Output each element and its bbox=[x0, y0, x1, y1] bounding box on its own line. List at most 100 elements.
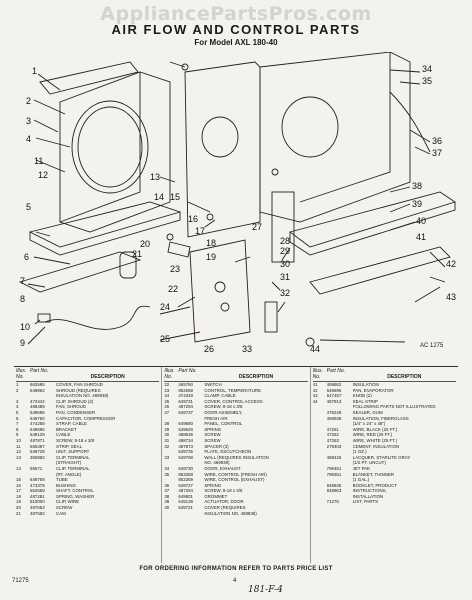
part-number: 649801 bbox=[178, 493, 193, 499]
part-number: 487871 bbox=[30, 437, 45, 443]
part-description: DOOR, EXHAUST bbox=[204, 465, 241, 471]
illus-number: 27 bbox=[164, 409, 170, 415]
callout-38: 38 bbox=[412, 181, 422, 191]
part-description: SPACER (3) bbox=[204, 443, 229, 449]
callout-15: 15 bbox=[170, 192, 180, 202]
part-number: 649759 bbox=[30, 477, 45, 483]
callout-29: 29 bbox=[280, 246, 290, 256]
callout-14: 14 bbox=[154, 192, 164, 202]
capacitor bbox=[119, 251, 137, 279]
illus-number: 21 bbox=[16, 510, 21, 516]
callout-3: 3 bbox=[26, 116, 31, 126]
part-description: FOLLOWING PARTS NOT ILLUSTRATED bbox=[352, 404, 436, 410]
part-description: SCREW bbox=[204, 432, 221, 438]
part-description: SEAL STRIP bbox=[352, 398, 378, 404]
callout-32: 32 bbox=[280, 288, 290, 298]
part-number: 474348 bbox=[178, 393, 193, 399]
part-number: 469938 bbox=[326, 415, 342, 421]
part-description: SCREW, 8-18 x 3/8 bbox=[204, 488, 243, 494]
part-number: 848845 bbox=[326, 482, 342, 488]
callout-7: 7 bbox=[20, 276, 25, 286]
illus-number: 17 bbox=[16, 488, 21, 494]
part-description: KNOB (2) bbox=[352, 393, 372, 399]
fan-shroud-cover bbox=[39, 61, 139, 95]
part-description: WALL (REQUIRES INSULATION bbox=[204, 454, 269, 460]
callout-9: 9 bbox=[20, 338, 25, 348]
part-number: 360882 bbox=[30, 454, 45, 460]
part-number: 487682 bbox=[30, 510, 45, 516]
callout-8: 8 bbox=[20, 294, 25, 304]
header-illus: Illus. No. bbox=[312, 368, 323, 380]
callout-39: 39 bbox=[412, 199, 422, 209]
part-number: 47263 bbox=[326, 437, 339, 443]
illus-number: 23 bbox=[164, 387, 170, 393]
header-part: Part No. bbox=[326, 368, 345, 374]
part-number: 799351 bbox=[326, 471, 342, 477]
part-number: 853358 bbox=[178, 471, 193, 477]
part-description: WIRE, RED (25 FT.) bbox=[352, 432, 393, 438]
callout-13: 13 bbox=[150, 172, 160, 182]
part-number: 647457 bbox=[326, 393, 342, 399]
illus-number: 3 bbox=[16, 398, 19, 404]
callout-19: 19 bbox=[206, 252, 216, 262]
illus-number: 7 bbox=[16, 421, 19, 427]
callout-21: 21 bbox=[132, 249, 142, 259]
part-number: 488489 bbox=[30, 404, 45, 410]
illus-number: 9 bbox=[16, 432, 19, 438]
part-description: (1 OZ.) bbox=[352, 449, 367, 455]
illus-number: 29 bbox=[164, 426, 170, 432]
part-description: (1/2 PT. UNCUT) bbox=[352, 460, 386, 466]
part-number: 649138 bbox=[178, 499, 193, 505]
part-description: INSULATION, FIBERGLASS bbox=[352, 415, 409, 421]
table-row: (1/4" x 24" x 48") bbox=[313, 421, 456, 427]
illus-number: 36 bbox=[164, 482, 170, 488]
illus-number: 30 bbox=[164, 432, 170, 438]
part-number: 71275 bbox=[326, 499, 339, 505]
part-description: CAM bbox=[56, 510, 66, 516]
callout-4: 4 bbox=[26, 134, 31, 144]
part-description: WIRE, BLACK (25 FT.) bbox=[352, 426, 398, 432]
part-description: CAPACITOR, COMPRESSOR bbox=[56, 415, 116, 421]
callout-37: 37 bbox=[432, 148, 442, 158]
part-number: 649737 bbox=[178, 409, 193, 415]
callout-43: 43 bbox=[446, 292, 456, 302]
control-wire bbox=[389, 91, 431, 153]
part-number: 862658 bbox=[178, 387, 193, 393]
part-description: CONTROL, TEMPERATURE bbox=[204, 387, 262, 393]
part-number: 649731 bbox=[178, 398, 193, 404]
handwritten-note: 181-F-4 bbox=[248, 585, 283, 595]
part-description: SCREW, 8-18 x 3/8 bbox=[204, 404, 243, 410]
part-description: INSULATION NO. 469938) bbox=[56, 393, 109, 399]
part-description: (1 GAL.) bbox=[352, 477, 370, 483]
part-number: 848963 bbox=[326, 488, 342, 494]
part-number: 652669 bbox=[30, 488, 45, 494]
callout-11: 11 bbox=[34, 156, 43, 166]
model-subtitle: For Model AXL 180-40 bbox=[194, 38, 278, 47]
part-description: COVER (REQUIRES bbox=[204, 505, 246, 511]
exploded-parts-diagram: 1 2 3 4 5 6 7 8 9 10 11 12 13 14 15 16 1… bbox=[18, 52, 457, 352]
callout-34: 34 bbox=[422, 64, 432, 74]
illus-number: 35 bbox=[164, 471, 170, 477]
fresh-air-door bbox=[271, 191, 295, 263]
part-description: COVER, FAN SHROUD bbox=[56, 382, 103, 387]
table-row: 21 487682 CAM bbox=[16, 511, 159, 517]
table-row: (1 OZ.) bbox=[313, 449, 456, 455]
